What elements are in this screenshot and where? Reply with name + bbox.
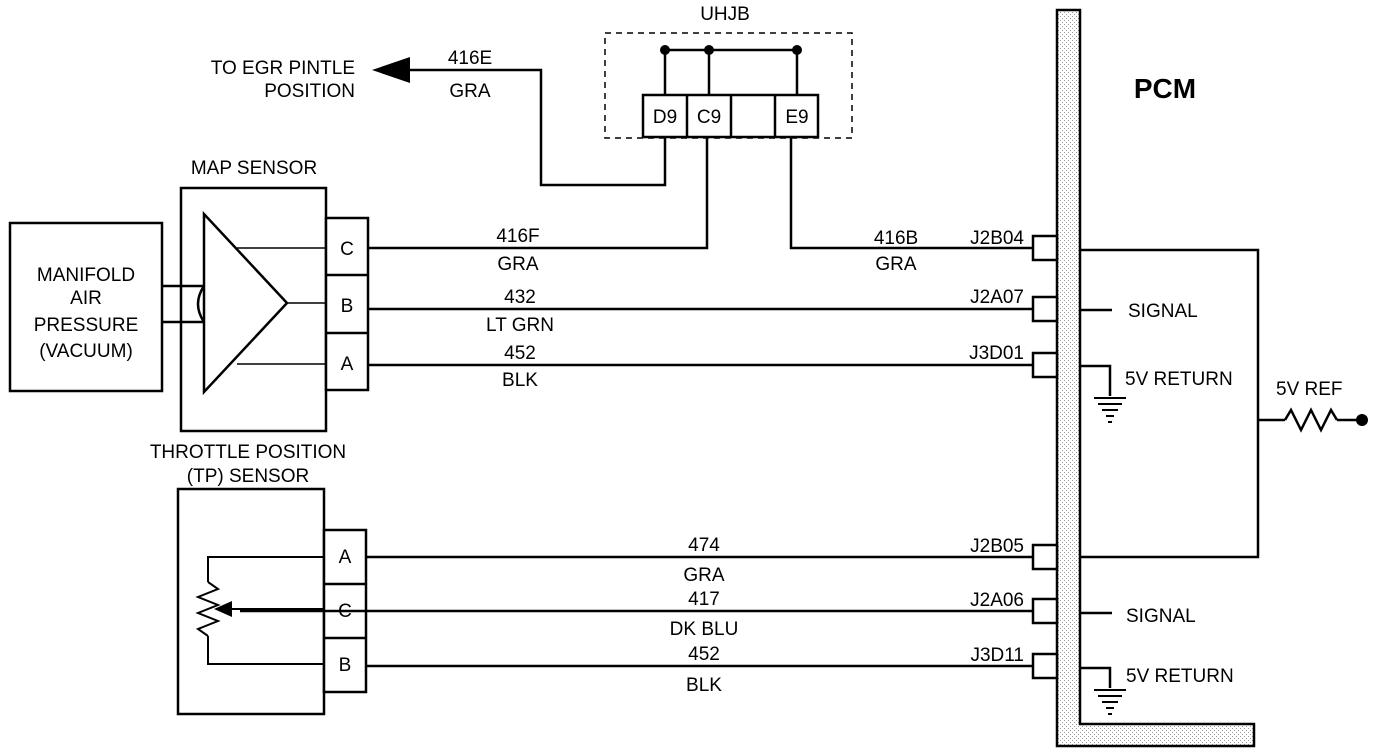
ground-symbol-2 bbox=[1094, 689, 1126, 715]
wire-432-color: LT GRN bbox=[486, 315, 554, 336]
uhjb-bus bbox=[663, 48, 799, 95]
wire-474-color: GRA bbox=[683, 565, 725, 586]
wire-452-map-circuit: 452 bbox=[504, 343, 536, 364]
map-pin-c: C bbox=[340, 239, 354, 260]
manifold-air-pressure-box bbox=[8, 221, 164, 393]
wire-417-circuit: 417 bbox=[688, 589, 720, 610]
pcm-terminal-j2a07-label: J2A07 bbox=[970, 287, 1024, 308]
manifold-label-line4: (VACUUM) bbox=[39, 341, 133, 362]
pcm-terminal-j3d11 bbox=[1031, 652, 1059, 680]
pcm-5v-return-label-2: 5V RETURN bbox=[1126, 666, 1234, 687]
uhjb-pin-e9: E9 bbox=[785, 107, 808, 128]
tp-sensor-title-line2: (TP) SENSOR bbox=[187, 466, 309, 487]
pcm-internal-circuit bbox=[1080, 248, 1360, 688]
wire-432-circuit: 432 bbox=[504, 287, 536, 308]
wire-416e bbox=[410, 68, 667, 187]
map-pin-b: B bbox=[341, 296, 354, 317]
manifold-label-line3: PRESSURE bbox=[34, 315, 139, 336]
tp-wiper-arrow bbox=[214, 601, 232, 617]
pcm-5v-return-label-1: 5V RETURN bbox=[1125, 369, 1233, 390]
map-sensor-amplifier bbox=[202, 210, 289, 396]
pcm-5v-ref-label: 5V REF bbox=[1276, 379, 1343, 400]
map-sensor-connector bbox=[324, 216, 370, 392]
pcm-signal-label-1: SIGNAL bbox=[1128, 301, 1198, 322]
tp-sensor-title-line1: THROTTLE POSITION bbox=[150, 442, 346, 463]
egr-label-line1: TO EGR PINTLE bbox=[211, 58, 355, 79]
wire-452-tp-circuit: 452 bbox=[688, 644, 720, 665]
tp-sensor-body bbox=[176, 487, 326, 716]
pcm-terminal-j3d11-label: J3D11 bbox=[970, 645, 1024, 666]
vacuum-hose bbox=[162, 284, 206, 324]
map-sensor-internal-wires bbox=[237, 247, 326, 365]
wire-417-color: DK BLU bbox=[670, 619, 739, 640]
splice-dot-c9 bbox=[704, 45, 714, 55]
ground-symbol-1 bbox=[1094, 397, 1126, 423]
splice-dot-e9 bbox=[792, 45, 802, 55]
manifold-label-line1: MANIFOLD bbox=[37, 265, 135, 286]
pcm-terminal-j2a06 bbox=[1031, 597, 1059, 625]
wire-416f-color: GRA bbox=[497, 254, 539, 275]
egr-arrow bbox=[372, 57, 410, 83]
tp-pin-b: B bbox=[339, 655, 352, 676]
pcm-terminal-j3d01-label: J3D01 bbox=[969, 343, 1024, 364]
pcm-terminal-j3d01 bbox=[1031, 351, 1059, 379]
tp-pin-a: A bbox=[339, 547, 352, 568]
wire-474-circuit: 474 bbox=[688, 535, 720, 556]
5v-ref-terminal-dot bbox=[1356, 414, 1368, 426]
pcm-terminal-j2b04 bbox=[1031, 234, 1059, 262]
pcm-terminal-j2a07 bbox=[1031, 295, 1059, 323]
pcm-title: PCM bbox=[1134, 73, 1196, 104]
wire-416b-circuit: 416B bbox=[874, 228, 918, 249]
pcm-housing bbox=[1055, 8, 1256, 748]
wire-416b-color: GRA bbox=[875, 254, 917, 275]
wire-416f bbox=[368, 137, 709, 250]
uhjb-title: UHJB bbox=[700, 4, 750, 25]
wire-452-tp-color: BLK bbox=[686, 675, 722, 696]
pcm-terminal-j2b05-label: J2B05 bbox=[970, 536, 1024, 557]
wire-416b bbox=[789, 137, 1033, 250]
uhjb-pin-d9: D9 bbox=[653, 107, 677, 128]
pcm-terminal-j2b05 bbox=[1031, 543, 1059, 571]
pcm-signal-label-2: SIGNAL bbox=[1126, 606, 1196, 627]
map-pin-a: A bbox=[341, 354, 354, 375]
pcm-terminal-j2b04-label: J2B04 bbox=[970, 228, 1024, 249]
egr-label-line2: POSITION bbox=[264, 81, 355, 102]
manifold-label-line2: AIR bbox=[70, 288, 102, 309]
splice-dot-d9 bbox=[660, 45, 670, 55]
wire-416e-color: GRA bbox=[449, 81, 491, 102]
wire-452-map-color: BLK bbox=[502, 370, 538, 391]
wire-416e-circuit: 416E bbox=[448, 48, 492, 69]
tp-potentiometer bbox=[195, 556, 324, 665]
map-sensor-title: MAP SENSOR bbox=[191, 158, 317, 179]
wire-416f-circuit: 416F bbox=[496, 226, 539, 247]
uhjb-pin-c9: C9 bbox=[697, 107, 721, 128]
pcm-terminal-j2a06-label: J2A06 bbox=[970, 590, 1024, 611]
